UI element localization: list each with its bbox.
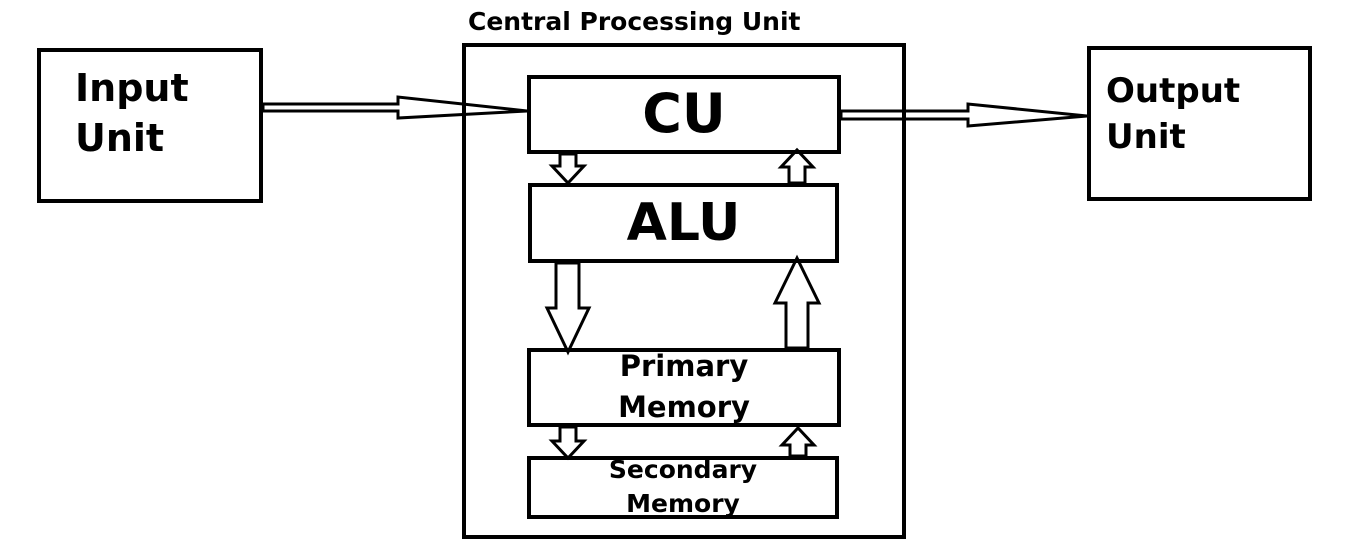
arrow-secondary-to-primary (778, 425, 818, 458)
arrow-cu-to-alu (548, 152, 588, 186)
alu-label: ALU (626, 193, 741, 253)
alu-box (528, 183, 839, 263)
arrow-cu-to-output (839, 102, 1088, 128)
primary-memory-box (527, 348, 841, 427)
primary-memory-label: Primary Memory (618, 349, 750, 424)
output-unit-label: Output Unit (1106, 71, 1241, 157)
secondary-memory-label: Secondary Memory (608, 455, 758, 518)
cpu-container (462, 43, 906, 539)
arrow-primary-to-alu (772, 254, 822, 350)
output-unit-box (1087, 46, 1312, 201)
input-unit-box (37, 48, 263, 203)
secondary-memory-box (527, 456, 839, 519)
cpu-title: Central Processing Unit (468, 7, 801, 36)
arrow-input-to-cu (261, 95, 528, 120)
arrow-alu-to-primary (544, 261, 592, 356)
arrow-primary-to-secondary (548, 425, 588, 461)
cu-label: CU (642, 82, 726, 145)
arrow-alu-to-cu (777, 147, 817, 185)
cu-box (527, 75, 841, 154)
input-unit-label: Input Unit (75, 66, 189, 160)
